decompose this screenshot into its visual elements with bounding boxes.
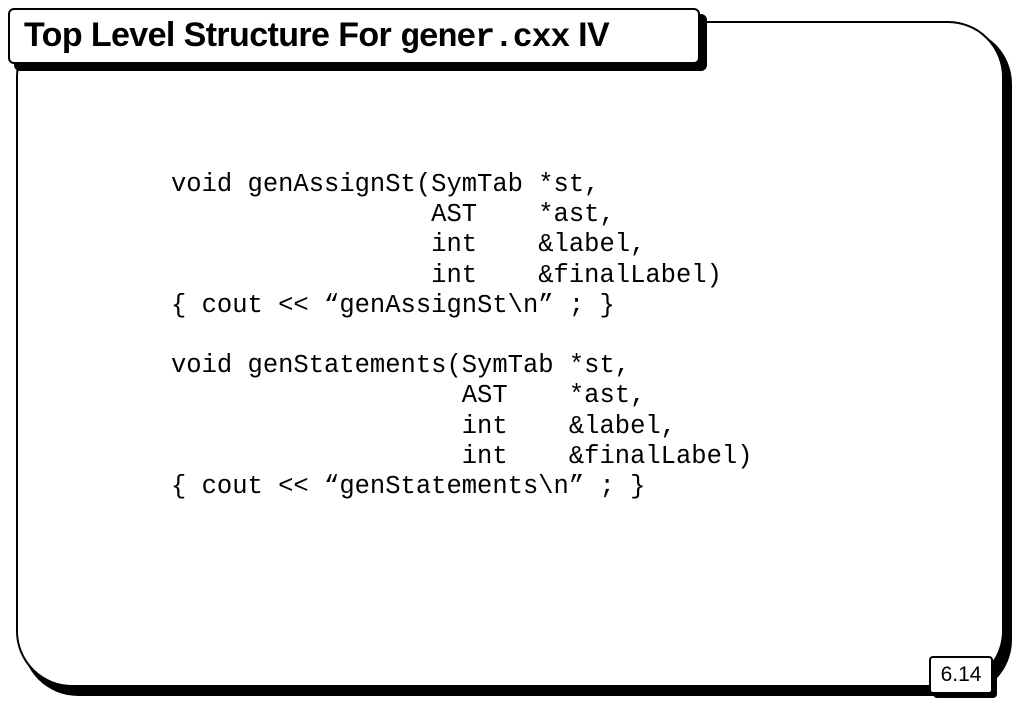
code-line: { cout << “genStatements\n” ; }: [171, 471, 646, 501]
code-line: int &finalLabel): [171, 260, 722, 290]
code-line: int &label,: [171, 411, 676, 441]
slide-title-box: Top Level Structure For gener.cxx IV: [8, 8, 700, 64]
code-line: int &finalLabel): [171, 441, 753, 471]
code-line: void genAssignSt(SymTab *st,: [171, 170, 600, 199]
code-line: void genStatements(SymTab *st,: [171, 351, 631, 381]
code-line: AST *ast,: [171, 381, 646, 411]
slide-title-prefix: Top Level Structure For: [24, 16, 401, 54]
slide-title: Top Level Structure For gener.cxx IV: [24, 16, 610, 56]
code-block: void genAssignSt(SymTab *st, AST *ast, i…: [171, 170, 753, 502]
code-line: AST *ast,: [171, 200, 615, 230]
code-line: { cout << “genAssignSt\n” ; }: [171, 290, 615, 320]
page-number: 6.14: [929, 656, 993, 694]
code-line: [171, 321, 753, 351]
slide-title-suffix: IV: [569, 16, 610, 54]
code-line: int &label,: [171, 230, 646, 260]
slide-title-filename: gener.cxx: [400, 19, 570, 56]
slide-frame: [16, 21, 1004, 687]
